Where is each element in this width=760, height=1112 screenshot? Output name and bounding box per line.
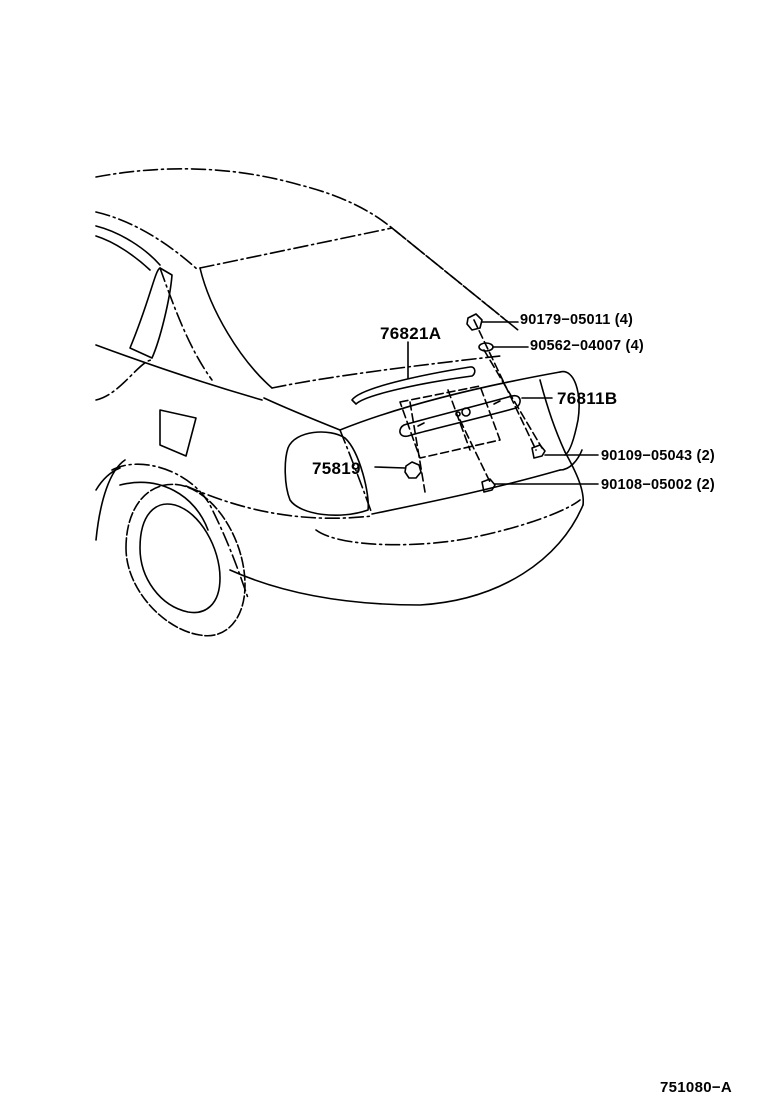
rear-bumper: [185, 449, 585, 606]
guide-lines: [459, 319, 543, 483]
rear-window: [199, 227, 509, 389]
part-label-76821A: 76821A: [380, 324, 442, 343]
diagram-reference-code: 751080−A: [660, 1079, 733, 1096]
tail-light-left: [284, 431, 370, 516]
bolt-90109: [531, 444, 599, 459]
side-window: [95, 267, 263, 401]
bolt-90108: [481, 478, 599, 493]
part-label-90108-05002: 90108−05002 (2): [601, 477, 715, 493]
part-label-76811B: 76811B: [557, 389, 618, 408]
nut-90179: [466, 313, 519, 331]
clip-75819: [374, 461, 422, 479]
part-label-90179-05011: 90179−05011 (4): [520, 312, 634, 328]
part-label-90109-05043: 90109−05043 (2): [601, 448, 715, 464]
trunk-lid: [263, 371, 566, 515]
mounting-outline: [399, 385, 501, 493]
rear-quarter: [95, 359, 197, 541]
roof-outline: [95, 168, 519, 331]
spoiler-76821A: [351, 341, 476, 405]
tail-light-right: [559, 370, 580, 456]
part-label-90562-04007: 90562−04007 (4): [530, 338, 644, 354]
part-label-75819: 75819: [312, 459, 361, 478]
washer-90562: [478, 342, 529, 352]
rear-wheel: [125, 483, 246, 637]
